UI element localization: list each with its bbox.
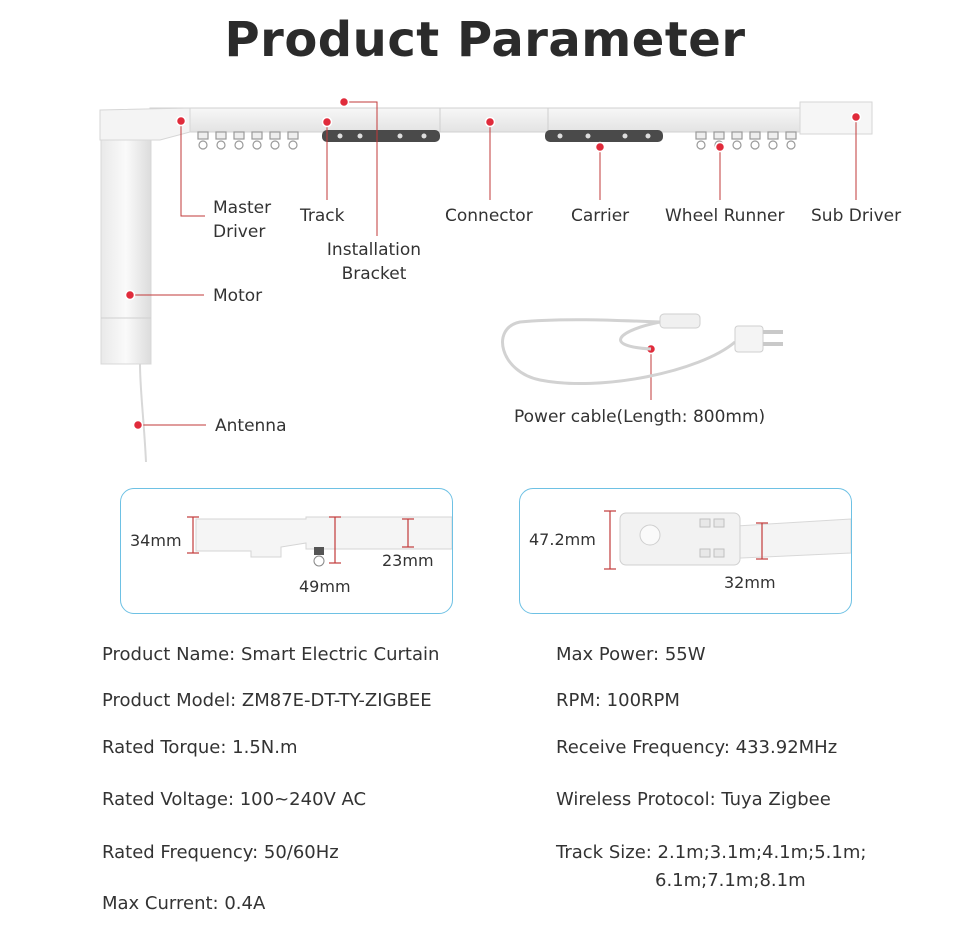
marker-motor <box>124 289 136 301</box>
label-master-driver: Master Driver <box>213 198 272 242</box>
runners-left <box>197 131 299 150</box>
label-wheel-runner: Wheel Runner <box>665 206 785 226</box>
spec-product-model: Product Model: ZM87E-DT-TY-ZIGBEE <box>102 690 432 711</box>
marker-installation-bracket <box>338 96 350 108</box>
label-connector: Connector <box>445 206 533 226</box>
driver-profile-drawing <box>604 510 851 570</box>
spec-track-size: Track Size: 2.1m;3.1m;4.1m;5.1m; <box>556 842 867 863</box>
spec-rpm: RPM: 100RPM <box>556 690 680 711</box>
page-title: Product Parameter <box>224 12 746 68</box>
spec-rated-voltage: Rated Voltage: 100~240V AC <box>102 789 367 810</box>
label-track: Track <box>300 206 345 226</box>
label-power-cable: Power cable(Length: 800mm) <box>514 407 766 427</box>
dim-height-23: 23mm <box>382 551 434 570</box>
carrier-shape <box>545 130 663 142</box>
dimension-box-track: 34mm 49mm 23mm <box>120 488 453 614</box>
label-motor: Motor <box>213 286 263 306</box>
leader-master-driver <box>180 121 205 217</box>
dimension-box-driver: 47.2mm 32mm <box>519 488 852 614</box>
leader-installation-bracket <box>344 101 378 236</box>
product-diagram <box>99 96 873 463</box>
motor-body <box>100 139 152 365</box>
cable-plug <box>734 325 764 353</box>
antenna-wire <box>139 363 147 463</box>
marker-sub-driver <box>850 111 862 123</box>
spec-max-power: Max Power: 55W <box>556 644 706 665</box>
marker-antenna <box>132 419 144 431</box>
dim-height-47: 47.2mm <box>529 530 596 549</box>
installation-bracket-shape <box>322 130 440 142</box>
label-antenna: Antenna <box>215 416 287 436</box>
label-installation-bracket: Installation Bracket <box>326 240 422 284</box>
spec-wireless-protocol: Wireless Protocol: Tuya Zigbee <box>556 789 831 810</box>
marker-wheel-runner <box>714 141 726 153</box>
runners-right <box>695 131 797 150</box>
marker-master-driver <box>175 115 187 127</box>
spec-max-current: Max Current: 0.4A <box>102 893 266 914</box>
master-driver-head <box>99 107 191 141</box>
spec-receive-frequency: Receive Frequency: 433.92MHz <box>556 737 838 758</box>
dim-width-49: 49mm <box>299 577 351 596</box>
marker-carrier <box>594 141 606 153</box>
dim-height-34: 34mm <box>130 531 182 550</box>
spec-rated-torque: Rated Torque: 1.5N.m <box>102 737 298 758</box>
track-profile-drawing <box>187 516 452 567</box>
power-cable-drawing <box>501 318 736 386</box>
dim-width-32: 32mm <box>724 573 776 592</box>
spec-product-name: Product Name: Smart Electric Curtain <box>102 644 440 665</box>
marker-track <box>321 116 333 128</box>
cable-connector <box>659 313 701 329</box>
spec-track-size-continued: 6.1m;7.1m;8.1m <box>655 870 806 891</box>
track-rail <box>149 107 873 133</box>
marker-connector <box>484 116 496 128</box>
sub-driver-body <box>799 101 873 135</box>
label-carrier: Carrier <box>571 206 630 226</box>
label-sub-driver: Sub Driver <box>811 206 902 226</box>
spec-rated-frequency: Rated Frequency: 50/60Hz <box>102 842 339 863</box>
